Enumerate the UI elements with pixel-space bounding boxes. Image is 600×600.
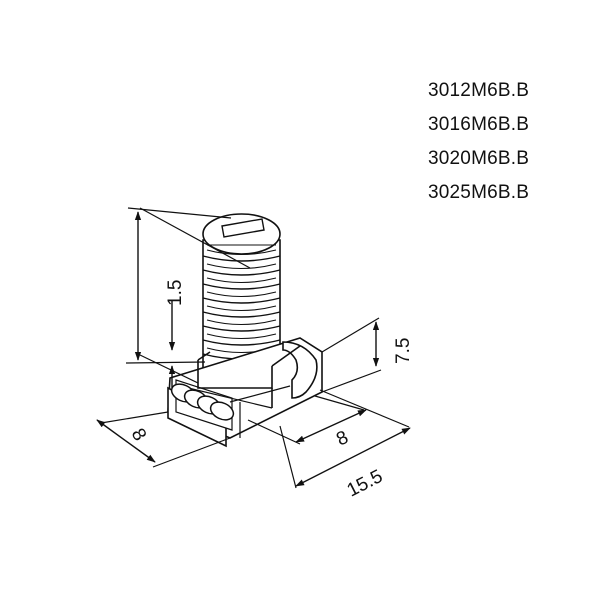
- extension-lines: [100, 207, 410, 489]
- part-code-list: 3012M6B.B 3016M6B.B 3020M6B.B 3025M6B.B: [428, 74, 529, 210]
- dimension-label-head-width: 8: [127, 425, 150, 445]
- dimension-lines: [96, 211, 411, 487]
- part-code: 3025M6B.B: [428, 182, 530, 203]
- dimension-label-shank-offset: 1.5: [165, 280, 186, 306]
- bolt-shank: [202, 213, 281, 369]
- head-ribs: [170, 383, 235, 421]
- dimension-line-head-length: [295, 427, 411, 487]
- part-code: 3012M6B.B: [428, 80, 530, 101]
- screw-slot: [221, 218, 265, 238]
- dimension-line-slot-width: [295, 409, 367, 443]
- dimension-label-head-length: 15.5: [344, 466, 386, 502]
- dimension-label-head-height: 7.5: [393, 338, 414, 364]
- part-code: 3020M6B.B: [428, 148, 530, 169]
- part-code: 3016M6B.B: [428, 114, 530, 135]
- dimension-label-slot-width: 8: [333, 427, 351, 451]
- dimension-line-head-width: [96, 419, 156, 463]
